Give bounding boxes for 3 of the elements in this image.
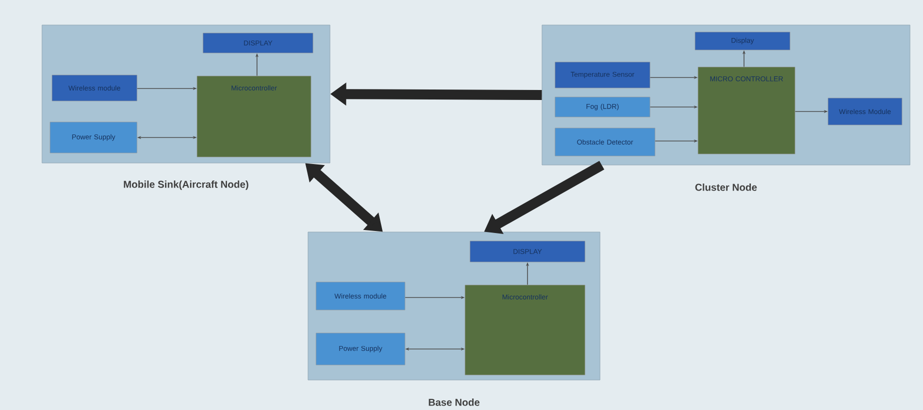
node-label: Base Node <box>428 398 480 406</box>
node-label: Cluster Node <box>695 184 757 191</box>
node-label: Mobile Sink(Aircraft Node) <box>124 180 248 190</box>
